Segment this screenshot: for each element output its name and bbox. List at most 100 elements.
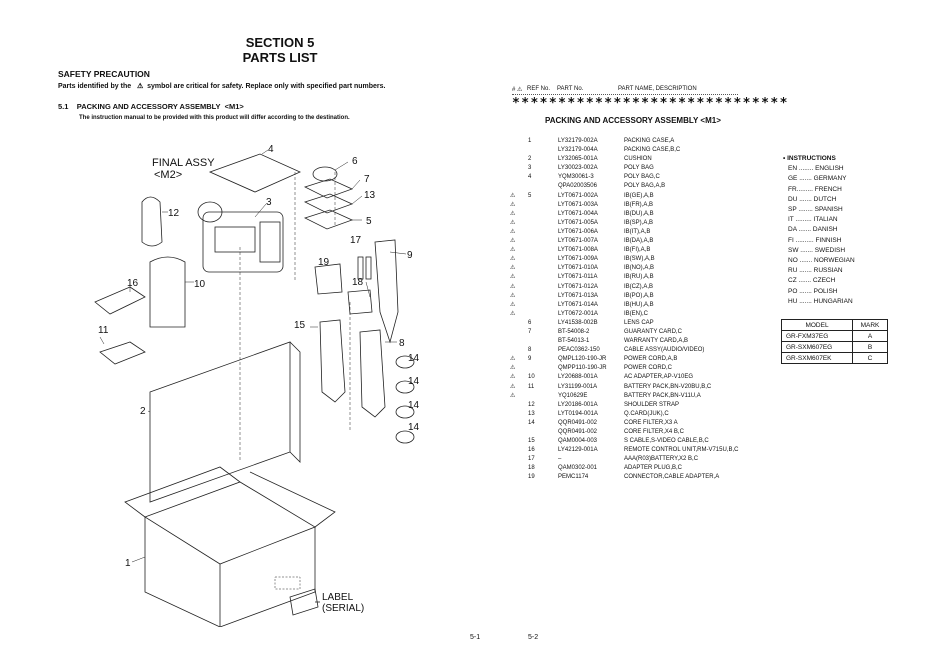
packing-note: The instruction manual to be provided wi… <box>79 115 350 121</box>
ac-adapter-shape <box>149 256 186 328</box>
ref-number <box>528 264 558 273</box>
assembly-title: PACKING AND ACCESSORY ASSEMBLY <M1> <box>545 116 721 125</box>
part-number: LY20688-001A <box>558 374 598 381</box>
part-description: IB(GE),A,B <box>624 192 654 199</box>
part-description: LENS CAP <box>624 319 654 326</box>
part-description: PACKING CASE,B,C <box>624 147 681 154</box>
part-number: QQR0491-002 <box>558 429 598 435</box>
instruction-language: PO ....... POLISH <box>788 287 838 295</box>
safety-mark <box>510 419 528 428</box>
instruction-language: DA ....... DANISH <box>788 226 838 234</box>
safety-mark: ⚠ <box>510 265 516 272</box>
ref-number: 4 <box>528 174 532 181</box>
part-number: LY30023-002A <box>558 165 598 172</box>
lens-cap-shape <box>312 166 338 182</box>
callout-17: 17 <box>350 235 362 246</box>
ref-number <box>528 228 558 237</box>
model-name: GR-SXM607EG <box>781 341 853 353</box>
ref-number: 10 <box>528 374 535 381</box>
part-description: CONNECTOR,CABLE ADAPTER,A <box>624 474 720 481</box>
safety-mark: ⚠ <box>510 392 516 399</box>
safety-text-after: symbol are critical for safety. Replace … <box>147 83 386 90</box>
safety-mark <box>510 182 528 191</box>
ref-number <box>528 273 558 282</box>
part-description: CABLE ASSY(AUDIO/VIDEO) <box>624 347 705 354</box>
instruction-language: IT ......... ITALIAN <box>788 216 838 224</box>
ref-number <box>528 246 558 255</box>
callout-15: 15 <box>294 320 306 331</box>
callout-14: 14 <box>408 353 420 364</box>
part-description: ADAPTER PLUG,B,C <box>624 465 683 472</box>
safety-mark: ⚠ <box>510 201 516 208</box>
instruction-language: GE ....... GERMANY <box>788 175 847 183</box>
callout-4: 4 <box>268 144 274 155</box>
part-description: IB(DU),A,B <box>624 210 654 217</box>
safety-mark <box>510 410 528 419</box>
part-number: LYT0671-006A <box>558 228 598 235</box>
ref-number <box>528 255 558 264</box>
ref-number: 2 <box>528 156 532 163</box>
part-number: YQ10629E <box>558 392 588 399</box>
power-cord-shape <box>374 239 399 344</box>
safety-mark <box>510 319 528 328</box>
part-number: LYT0671-002A <box>558 192 598 199</box>
callout-2: 2 <box>140 406 146 417</box>
part-description: POWER CORD,C <box>624 365 672 372</box>
safety-mark: ⚠ <box>510 238 516 245</box>
callout-12: 12 <box>168 208 180 219</box>
instruction-language: CZ ....... CZECH <box>788 277 836 285</box>
part-number: LYT0671-011A <box>558 274 598 281</box>
part-number: PEAC0362-150 <box>558 347 600 354</box>
part-number: LYT0671-012A <box>558 283 598 290</box>
safety-mark <box>510 455 528 464</box>
leader-lines <box>99 149 407 563</box>
callout-7: 7 <box>364 174 370 185</box>
callout-3: 3 <box>266 197 272 208</box>
callout-11: 11 <box>98 325 109 336</box>
ref-number <box>528 392 558 401</box>
card-shape <box>303 178 354 199</box>
safety-text: Parts identified by the ⚠ symbol are cri… <box>58 82 385 90</box>
page-number-left: 5-1 <box>470 634 481 641</box>
instruction-language: SW ....... SWEDISH <box>788 246 846 254</box>
ref-number: 3 <box>528 165 532 172</box>
part-number: LYT0194-001A <box>558 410 598 417</box>
callout-6: 6 <box>352 156 358 167</box>
callout-14: 14 <box>408 422 420 433</box>
safety-mark <box>510 464 528 473</box>
part-description: IB(EN),C <box>624 310 648 317</box>
part-number: LYT0671-013A <box>558 292 598 299</box>
part-description: BATTERY PACK,BN-V11U,A <box>624 392 701 399</box>
part-description: Q.CARD(JUK),C <box>624 410 669 417</box>
part-number: LYT0671-004A <box>558 210 598 217</box>
part-number: BT-54013-1 <box>558 338 590 345</box>
part-number: LYT0671-007A <box>558 238 598 245</box>
callout-5: 5 <box>366 216 372 227</box>
ref-number: 6 <box>528 319 532 326</box>
ref-number <box>528 428 558 437</box>
part-description: REMOTE CONTROL UNIT,RM-V715U,B,C <box>624 447 739 454</box>
callout-19: 19 <box>318 257 330 268</box>
battery-pack-shape <box>99 341 146 365</box>
instruction-language: NO ....... NORWEGIAN <box>788 257 855 265</box>
